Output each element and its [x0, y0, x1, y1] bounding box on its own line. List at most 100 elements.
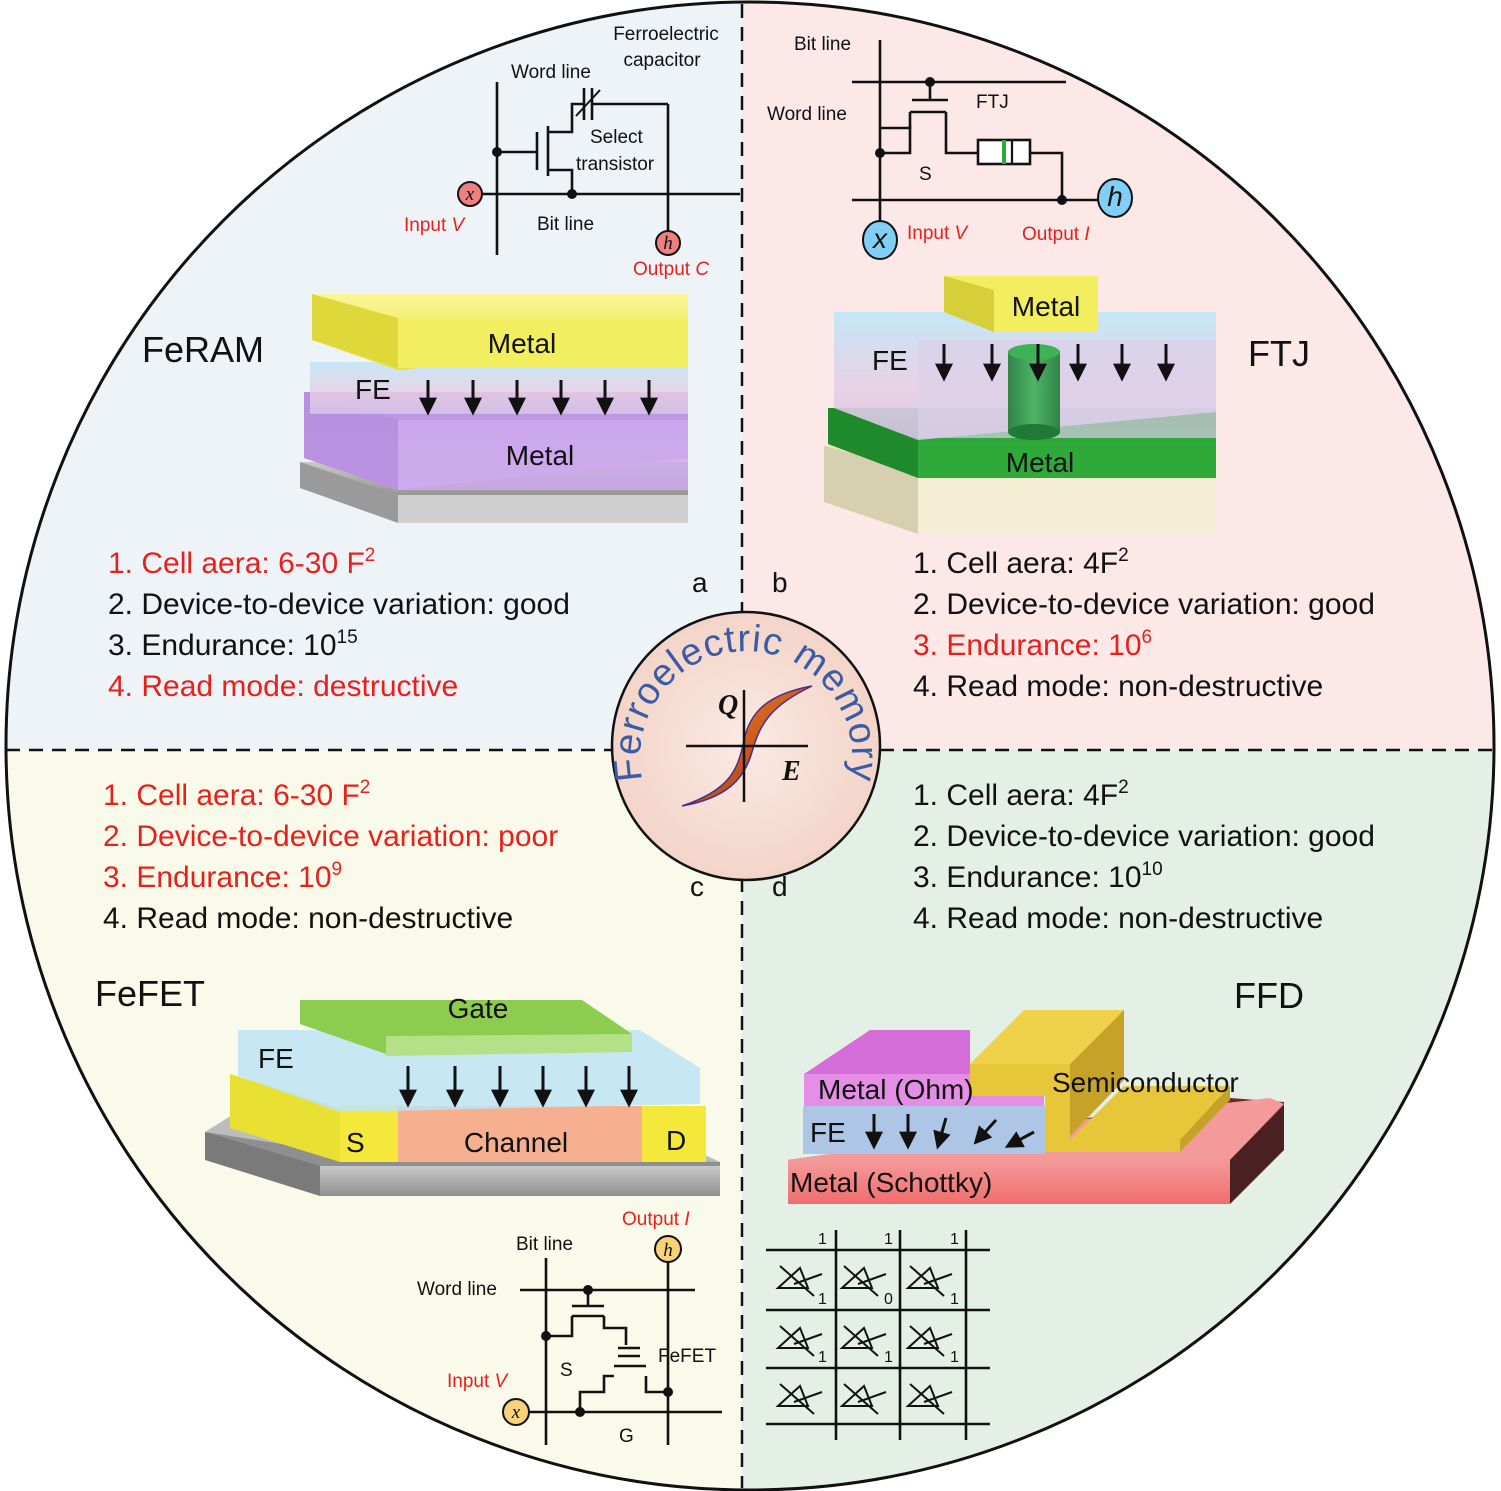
property-3: 3. Endurance: 1015 — [108, 627, 358, 662]
input-x-symbol: x — [511, 1402, 521, 1423]
diode-icon — [775, 1326, 810, 1349]
diode-slash — [909, 1265, 945, 1297]
ftj-symbol-label: FTJ — [976, 92, 1009, 113]
diode-icon — [905, 1326, 940, 1349]
g-label: G — [619, 1426, 634, 1447]
diode-icon — [839, 1326, 874, 1349]
diode-slash — [909, 1383, 945, 1415]
property-4: 4. Read mode: non-destructive — [103, 902, 513, 935]
fefet-symbol-label: FeFET — [658, 1346, 716, 1367]
ftj-properties: 1. Cell aera: 4F2 2. Device-to-device var… — [913, 545, 1375, 703]
bit-value: 1 — [950, 1291, 959, 1308]
bit-value: 1 — [950, 1231, 959, 1248]
output-h-symbol: h — [663, 233, 673, 254]
fe-label: FE — [810, 1117, 846, 1148]
feram-stack: Metal FE Metal — [300, 294, 688, 523]
input-x-icon — [457, 181, 483, 207]
select-label-2: transistor — [576, 154, 655, 175]
diode-bar — [923, 1333, 953, 1345]
polarization-arrows — [399, 1066, 638, 1108]
bottom-metal-label: Metal — [506, 440, 574, 471]
output-h-icon — [654, 1235, 682, 1263]
bit-value: 1 — [818, 1291, 827, 1308]
property-1: 1. Cell aera: 4F2 — [913, 777, 1129, 812]
property-1: 1. Cell aera: 4F2 — [913, 545, 1129, 580]
panel-letter-b: b — [772, 567, 788, 598]
diode-slash — [909, 1325, 945, 1357]
word-line-label: Word line — [417, 1279, 497, 1300]
property-2: 2. Device-to-device variation: good — [913, 588, 1375, 621]
diode-slash — [843, 1325, 879, 1357]
property-4: 4. Read mode: non-destructive — [913, 902, 1323, 935]
panel-letter-c: c — [690, 871, 704, 902]
bottom-metal-label: Metal — [1006, 447, 1074, 478]
diode-bar — [857, 1391, 887, 1403]
diode-bar — [793, 1391, 823, 1403]
input-x-symbol: x — [465, 184, 475, 205]
ftj-stack: Metal FE Metal — [824, 276, 1216, 534]
polarization-arrows — [865, 1114, 1035, 1150]
diode-icon — [839, 1266, 874, 1289]
top-metal-label: Metal — [488, 328, 556, 359]
s-label: S — [560, 1360, 573, 1381]
semiconductor-label: Semiconductor — [1052, 1067, 1239, 1098]
ferro-cap-label-1: Ferroelectric — [613, 24, 719, 45]
fefet-properties: 1. Cell aera: 6-30 F2 2. Device-to-device… — [103, 777, 558, 935]
ftj-circuit: x h Bit line Word line FTJ S Input V Out… — [767, 34, 1133, 260]
diode-slash — [779, 1265, 815, 1297]
panel-letter-a: a — [692, 567, 708, 598]
diode-bar — [793, 1273, 823, 1285]
output-label: Output I — [1022, 224, 1090, 245]
outer-circle — [4, 0, 1496, 1491]
property-1: 1. Cell aera: 6-30 F2 — [103, 777, 370, 812]
fefet-circuit: h x Output I Bit line Word line FeFET S … — [417, 1209, 722, 1447]
q-axis-label: Q — [718, 690, 738, 721]
diode-bar — [793, 1333, 823, 1345]
diode-icon — [775, 1384, 810, 1407]
s-label: S — [919, 164, 932, 185]
e-axis-label: E — [781, 756, 801, 787]
bit-line-label: Bit line — [794, 34, 851, 55]
property-3: 3. Endurance: 106 — [913, 627, 1152, 662]
input-x-icon — [502, 1398, 530, 1426]
output-h-icon — [1097, 178, 1133, 218]
output-h-icon — [655, 230, 681, 256]
gate-label: Gate — [448, 993, 509, 1024]
output-label: Output I — [622, 1209, 690, 1230]
property-2: 2. Device-to-device variation: poor — [103, 820, 558, 853]
property-3: 3. Endurance: 109 — [103, 859, 342, 894]
metal-ohm-label: Metal (Ohm) — [818, 1074, 974, 1105]
panel-letter-d: d — [772, 871, 788, 902]
bit-value: 0 — [884, 1291, 893, 1308]
diode-icon — [905, 1266, 940, 1289]
output-h-symbol: h — [1107, 181, 1123, 212]
word-line-label: Word line — [767, 104, 847, 125]
polarization-arrows — [419, 380, 658, 416]
property-3: 3. Endurance: 1010 — [913, 859, 1163, 894]
diode-bar — [857, 1333, 887, 1345]
device-name-fefet: FeFET — [95, 973, 205, 1014]
diode-icon — [775, 1266, 810, 1289]
input-label: Input V — [404, 215, 467, 236]
property-1: 1. Cell aera: 6-30 F2 — [108, 545, 375, 580]
bit-line-label: Bit line — [537, 214, 594, 235]
output-label: Output C — [633, 259, 709, 280]
ffd-stack: Metal (Ohm) Semiconductor FE Metal (Scho… — [788, 1010, 1284, 1204]
center-emblem: Ferroelectric memory Q E — [606, 610, 884, 882]
bit-value: 1 — [818, 1349, 827, 1366]
diode-bar — [923, 1391, 953, 1403]
diode-slash — [779, 1325, 815, 1357]
input-label: Input V — [447, 1371, 510, 1392]
panel-b: x h Bit line Word line FTJ S Input V Out… — [767, 34, 1375, 703]
diode-icon — [839, 1384, 874, 1407]
feram-properties: 1. Cell aera: 6-30 F22. Device-to-device… — [108, 545, 570, 703]
property-4: 4. Read mode: non-destructive — [913, 670, 1323, 703]
bit-value: 1 — [884, 1349, 893, 1366]
top-metal-label: Metal — [1012, 291, 1080, 322]
hysteresis-loop-icon — [681, 685, 813, 807]
source-label: S — [346, 1127, 365, 1158]
fe-label: FE — [872, 345, 908, 376]
